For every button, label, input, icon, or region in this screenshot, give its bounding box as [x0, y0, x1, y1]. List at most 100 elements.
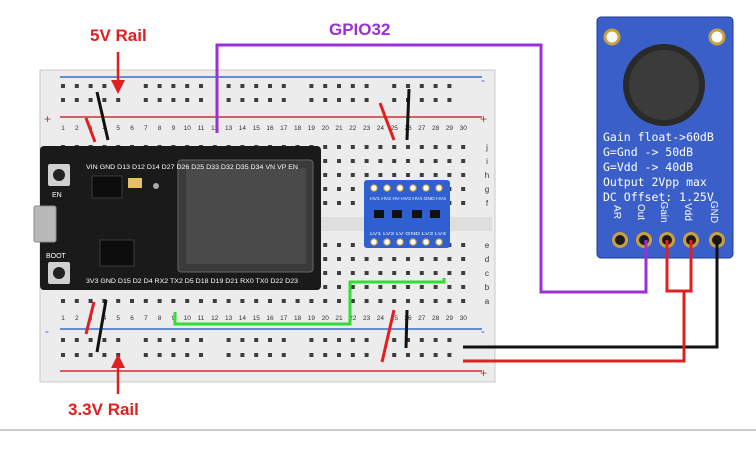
board-hole — [419, 285, 424, 289]
board-hole — [337, 271, 341, 275]
rail-hole — [364, 84, 369, 88]
rail-minus-top: - — [481, 73, 485, 87]
mic-pin-hole — [636, 232, 652, 248]
rail-hole — [143, 353, 148, 357]
board-hole — [419, 145, 424, 149]
boot-button-cap — [53, 267, 65, 279]
column-number: 12 — [211, 315, 219, 322]
board-hole — [337, 243, 341, 247]
board-hole — [323, 145, 328, 149]
board-hole — [461, 145, 466, 149]
button-boot-label: BOOT — [46, 253, 67, 260]
board-hole — [378, 299, 383, 303]
column-number: 27 — [418, 125, 426, 132]
rail-hole — [433, 84, 438, 88]
rail-hole — [350, 353, 355, 357]
column-number: 30 — [460, 315, 468, 322]
board-hole — [323, 271, 328, 275]
rail-33v-label: 3.3V Rail — [68, 400, 139, 419]
rail-hole — [185, 98, 190, 102]
board-hole — [419, 173, 424, 177]
board-hole — [447, 159, 452, 163]
board-hole — [337, 257, 341, 261]
level-shifter-pin — [409, 184, 417, 192]
mic-pin-label: Out — [635, 204, 646, 220]
rail-hole — [447, 84, 452, 88]
rail-hole — [309, 353, 314, 357]
level-shifter-pcb — [364, 180, 450, 248]
column-number: 10 — [184, 315, 192, 322]
rail-hole — [268, 98, 272, 102]
level-shifter-board: HV1 HV2 HV HV3 HV4 GND HV4 LV1 LV2 LV GN… — [364, 180, 450, 248]
jumper-right-black-bottom — [404, 309, 409, 349]
board-hole — [337, 159, 341, 163]
column-number: 15 — [253, 125, 261, 132]
mic-spec-line: G=Gnd -> 50dB — [603, 145, 693, 159]
level-shifter-pin — [422, 184, 430, 192]
board-hole — [378, 271, 383, 275]
rail-hole — [323, 353, 328, 357]
board-hole — [378, 145, 383, 149]
board-hole — [281, 299, 286, 303]
board-hole — [143, 299, 148, 303]
board-hole — [392, 257, 397, 261]
rail-hole — [61, 84, 65, 88]
board-hole — [364, 173, 369, 177]
column-number: 22 — [349, 125, 357, 132]
rail-hole — [433, 98, 438, 102]
rail-5v-label: 5V Rail — [90, 26, 147, 45]
rail-hole — [240, 338, 245, 342]
column-number: 4 — [103, 315, 107, 322]
board-hole — [337, 173, 341, 177]
rail-hole — [74, 353, 79, 357]
rail-hole — [350, 84, 355, 88]
rail-hole — [350, 98, 355, 102]
power-wire-red — [463, 291, 686, 363]
esp32-shield-inner — [186, 168, 306, 264]
column-number: 13 — [225, 125, 233, 132]
column-number: 1 — [61, 315, 65, 322]
board-hole — [433, 285, 438, 289]
board-hole — [240, 299, 245, 303]
jumper-33v-gnd-black — [95, 299, 108, 353]
rail-hole — [185, 353, 190, 357]
button-en-label: EN — [52, 192, 62, 199]
column-number: 8 — [158, 125, 162, 132]
column-number: 17 — [280, 315, 288, 322]
level-shifter-pins — [370, 184, 443, 246]
rail-hole — [337, 338, 341, 342]
level-shifter-pin — [370, 184, 378, 192]
board-hole — [378, 285, 383, 289]
rail-jumpers — [84, 88, 411, 363]
column-number: 18 — [294, 125, 302, 132]
rail-hole — [240, 353, 245, 357]
column-number: 1 — [61, 125, 65, 132]
rail-hole — [240, 98, 245, 102]
rail-hole — [392, 353, 397, 357]
arrow-33v-head — [111, 354, 125, 368]
column-number: 21 — [335, 315, 343, 322]
rail-hole — [226, 84, 231, 88]
board-hole — [116, 299, 121, 303]
rail-hole — [143, 98, 148, 102]
board-hole — [337, 299, 341, 303]
jumper-33v-red — [84, 301, 96, 335]
rail-hole — [392, 338, 397, 342]
rail-hole — [323, 84, 328, 88]
column-number: 16 — [266, 125, 274, 132]
usb-chip — [91, 175, 123, 199]
board-hole — [323, 243, 328, 247]
board-hole — [350, 285, 355, 289]
rail-plus-top-left: + — [44, 112, 51, 126]
board-hole — [433, 173, 438, 177]
rail-hole — [323, 338, 328, 342]
mic-spec-line: G=Vdd -> 40dB — [603, 160, 693, 174]
board-hole — [130, 299, 134, 303]
column-number: 10 — [184, 125, 192, 132]
mic-spec-line: DC Offset: 1.25V — [603, 190, 714, 204]
board-hole — [350, 257, 355, 261]
rail-hole — [364, 338, 369, 342]
rail-hole — [61, 98, 65, 102]
